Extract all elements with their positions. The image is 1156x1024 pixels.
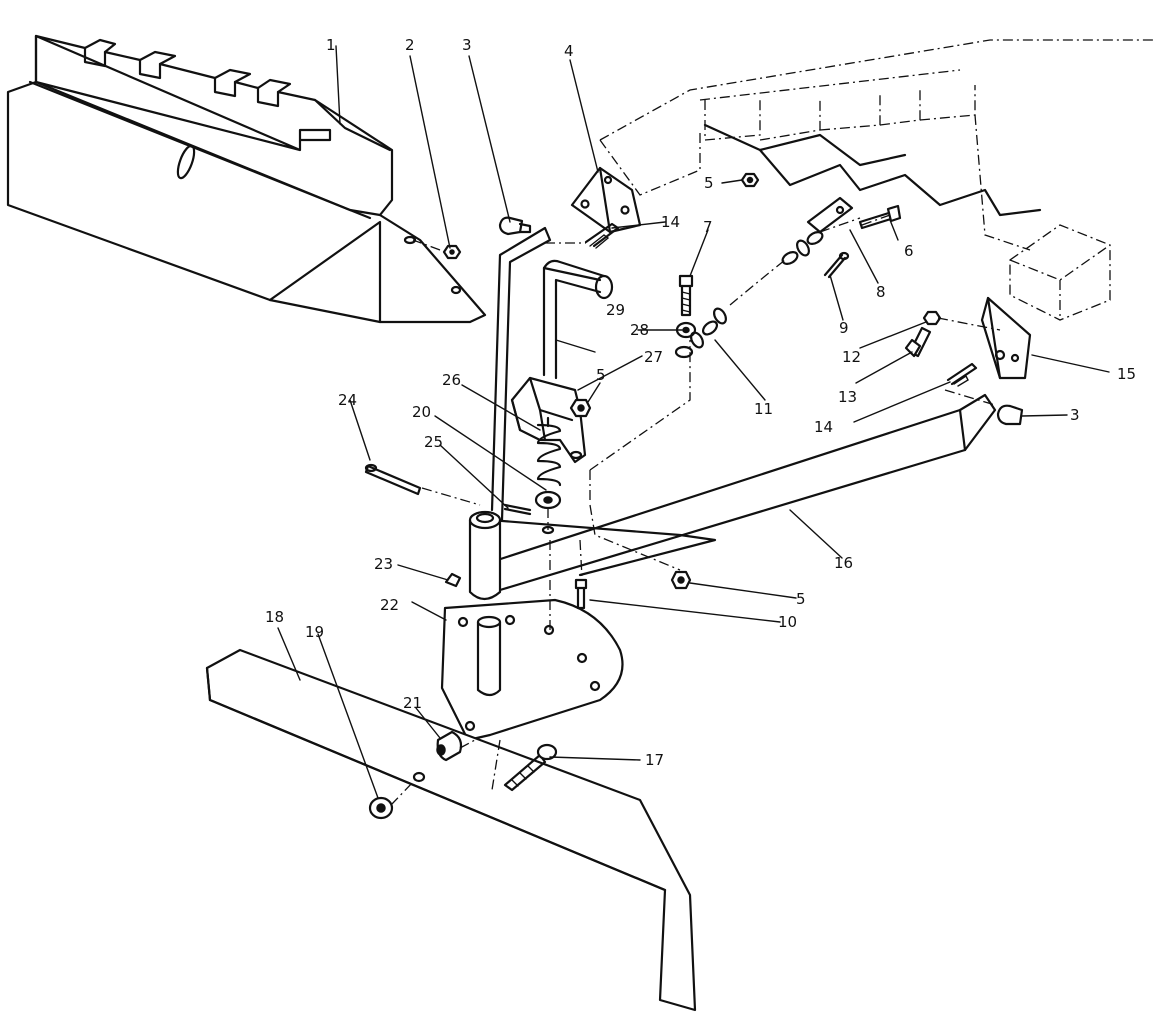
callout-14-top: 14: [661, 213, 680, 231]
callout-11: 11: [754, 400, 773, 418]
spring-part-26: [536, 416, 562, 487]
callout-28: 28: [630, 321, 649, 339]
handle-part-29: [542, 259, 614, 380]
plate-part-22: [440, 598, 624, 742]
callout-15: 15: [1117, 365, 1136, 383]
arm-part-16: [480, 393, 997, 592]
callout-10: 10: [778, 613, 797, 631]
callout-5-top: 5: [704, 174, 714, 192]
bolt-part-3-top: [498, 216, 532, 236]
callout-29: 29: [606, 301, 625, 319]
callout-19: 19: [305, 623, 324, 641]
callout-3-right: 3: [1070, 406, 1080, 424]
callout-5-arm: 5: [796, 590, 806, 608]
roller-part-21: [436, 730, 463, 762]
bolt-part-10: [574, 578, 588, 610]
leader-lines: [277, 45, 1110, 799]
bolt-part-3-right: [996, 404, 1024, 426]
callout-5-bracket: 5: [596, 366, 606, 384]
callout-3-top: 3: [462, 36, 472, 54]
callout-27: 27: [644, 348, 663, 366]
callout-9: 9: [839, 319, 849, 337]
callout-4: 4: [564, 42, 574, 60]
nut-part-5-upper: [569, 398, 592, 418]
pin-part-14-right: [946, 362, 978, 387]
bracket-part-15: [980, 296, 1032, 380]
callout-2: 2: [405, 36, 415, 54]
assembly-lines: [390, 214, 1001, 806]
callout-7: 7: [703, 218, 713, 236]
callout-21: 21: [403, 694, 422, 712]
deck-housing-outline: [599, 39, 1156, 321]
blade-part-18: [205, 648, 697, 1012]
callout-13: 13: [838, 388, 857, 406]
callout-18: 18: [265, 608, 284, 626]
callout-24: 24: [338, 391, 357, 409]
callout-12: 12: [842, 348, 861, 366]
callout-14-right: 14: [814, 418, 833, 436]
bolt-part-17: [503, 743, 558, 792]
callout-16: 16: [834, 554, 853, 572]
callout-1: 1: [326, 36, 336, 54]
callout-20: 20: [412, 403, 431, 421]
callout-17: 17: [645, 751, 664, 769]
callout-8: 8: [876, 283, 886, 301]
callout-6: 6: [904, 242, 914, 260]
callout-23: 23: [374, 555, 393, 573]
bracket-part-4: [570, 166, 642, 234]
lever-strap: [490, 226, 552, 522]
pin-part-9: [823, 251, 850, 279]
bushing-part-19: [368, 796, 394, 820]
callout-25: 25: [424, 433, 443, 451]
bolt-part-6: [858, 204, 902, 230]
chain-part-11: [674, 231, 824, 359]
callout-22: 22: [380, 596, 399, 614]
callout-labels: 1 2 3 4 5 5 5 5 6 7 8 9 10 11 12 13 14 1…: [265, 36, 1136, 769]
bolt-part-13: [904, 326, 932, 358]
nut-part-5-top: [740, 172, 760, 188]
bracket-part-8: [806, 196, 854, 234]
bolt-part-7: [678, 274, 694, 317]
front-shield-part: [6, 34, 487, 324]
nut-part-5-bottom: [670, 570, 692, 590]
pin-part-14-top: [584, 222, 620, 249]
pin-part-24: [364, 463, 422, 496]
fitting-part-23: [444, 572, 462, 588]
pivot-tube: [468, 510, 502, 601]
callout-26: 26: [442, 371, 461, 389]
fastener-part-2: [442, 244, 462, 260]
pin-part-25: [503, 503, 532, 516]
